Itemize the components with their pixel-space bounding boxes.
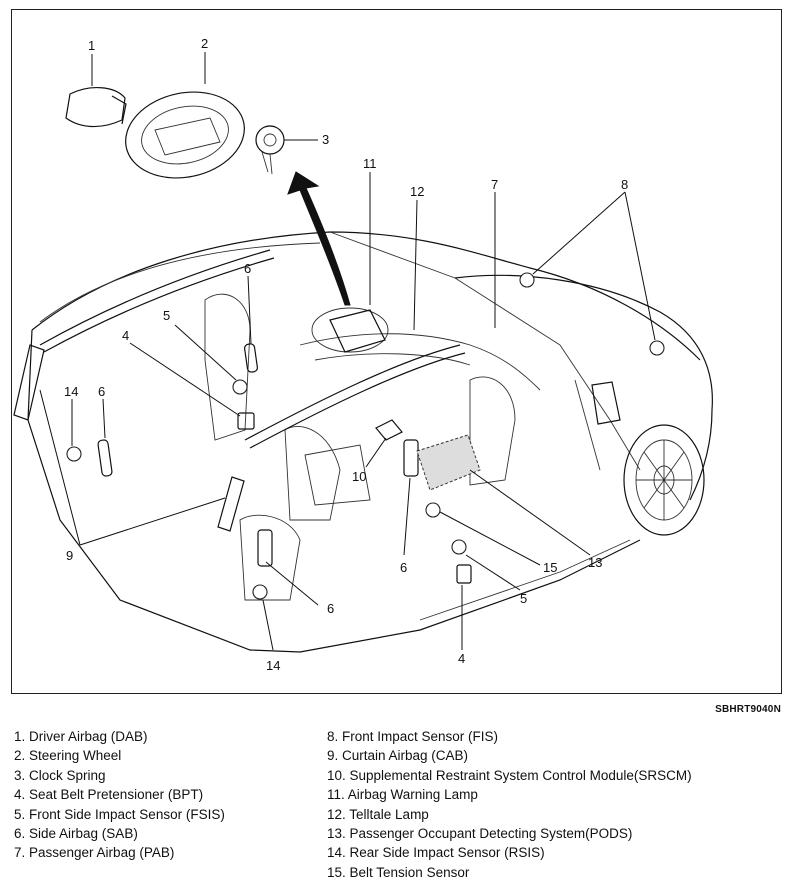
callout-2: 2	[201, 36, 208, 51]
legend-right: 8. Front Impact Sensor (FIS) 9. Curtain …	[327, 727, 692, 882]
callout-4: 4	[122, 328, 129, 343]
legend-item: 10. Supplemental Restraint System Contro…	[327, 767, 692, 783]
callout-labels: 1 2 3 4 5 6 7 8 9 10 11 12 13 14 15 6 6 …	[64, 36, 628, 673]
legend-item: 11. Airbag Warning Lamp	[327, 787, 478, 803]
legend-item: 13. Passenger Occupant Detecting System(…	[327, 826, 633, 842]
srs-component-diagram: 1 2 3 4 5 6 7 8 9 10 11 12 13 14 15 6 6 …	[13, 36, 713, 673]
callout-arrow	[287, 171, 351, 306]
legend-item: 12. Telltale Lamp	[327, 806, 429, 822]
legend-item: 9. Curtain Airbag (CAB)	[327, 748, 469, 764]
legend-item: 6. Side Airbag (SAB)	[14, 826, 138, 842]
legend-item: 8. Front Impact Sensor (FIS)	[327, 729, 499, 744]
callout-5-front: 5	[520, 591, 527, 606]
callout-14-rear: 14	[266, 658, 280, 673]
callout-5: 5	[163, 308, 170, 323]
legend-item: 1. Driver Airbag (DAB)	[14, 729, 148, 744]
callout-9: 9	[66, 548, 73, 563]
car-body-outline	[13, 231, 713, 653]
callout-10: 10	[352, 469, 366, 484]
callout-13: 13	[588, 555, 602, 570]
legend-item: 5. Front Side Impact Sensor (FSIS)	[14, 806, 225, 822]
callout-8: 8	[621, 177, 628, 192]
callout-6: 6	[244, 261, 251, 276]
callout-4-front: 4	[458, 651, 465, 666]
leader-lines	[39, 52, 656, 651]
steering-wheel-assembly	[65, 87, 285, 179]
legend-item: 15. Belt Tension Sensor	[327, 864, 470, 880]
callout-14: 14	[64, 384, 78, 399]
legend-left: 1. Driver Airbag (DAB) 2. Steering Wheel…	[14, 727, 225, 863]
legend-item: 7. Passenger Airbag (PAB)	[14, 845, 175, 861]
callout-6-front-seat: 6	[400, 560, 407, 575]
callout-15: 15	[543, 560, 557, 575]
image-code: SBHRT9040N	[715, 704, 781, 715]
callout-6-rear-seat: 6	[327, 601, 334, 616]
callout-6-rear: 6	[98, 384, 105, 399]
callout-7: 7	[491, 177, 498, 192]
legend-item: 4. Seat Belt Pretensioner (BPT)	[14, 787, 204, 803]
legend-item: 2. Steering Wheel	[14, 748, 122, 764]
callout-3: 3	[322, 132, 329, 147]
callout-12: 12	[410, 184, 424, 199]
legend-item: 3. Clock Spring	[14, 767, 106, 783]
legend-item: 14. Rear Side Impact Sensor (RSIS)	[327, 845, 545, 861]
callout-1: 1	[88, 38, 95, 53]
callout-11: 11	[363, 156, 377, 171]
